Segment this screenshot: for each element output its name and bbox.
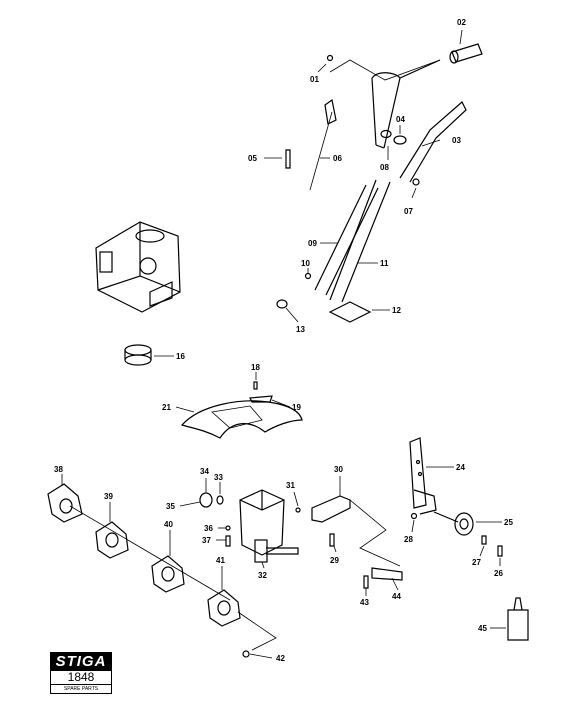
part-label-43: 43 <box>360 598 369 607</box>
part-label-01: 01 <box>310 75 319 84</box>
part-label-28: 28 <box>404 535 413 544</box>
part-label-32: 32 <box>258 571 267 580</box>
engine <box>95 221 181 313</box>
part-label-19: 19 <box>292 403 301 412</box>
logo-subtitle: SPARE PARTS <box>51 684 111 693</box>
part-label-27: 27 <box>472 558 481 567</box>
part-label-11: 11 <box>380 259 389 268</box>
part-label-30: 30 <box>334 465 343 474</box>
part-label-41: 41 <box>216 556 225 565</box>
part-label-04: 04 <box>396 115 405 124</box>
part-label-38: 38 <box>54 465 63 474</box>
part-label-39: 39 <box>104 492 113 501</box>
part-label-44: 44 <box>392 592 401 601</box>
part-label-10: 10 <box>301 259 310 268</box>
part-label-33: 33 <box>214 473 223 482</box>
part-label-07: 07 <box>404 207 413 216</box>
stiga-logo: STIGA 1848 SPARE PARTS <box>50 652 112 694</box>
wheel-assembly <box>409 437 503 557</box>
part-label-03: 03 <box>452 136 461 145</box>
part-label-29: 29 <box>330 556 339 565</box>
shield-part-21 <box>180 381 303 439</box>
part-label-02: 02 <box>457 18 466 27</box>
part-label-42: 42 <box>276 654 285 663</box>
part-label-13: 13 <box>296 325 305 334</box>
part-label-45: 45 <box>478 624 487 633</box>
part-label-18: 18 <box>251 363 260 372</box>
part-number-labels: 01 02 03 04 05 06 07 08 09 10 11 12 13 1… <box>54 18 513 663</box>
part-label-08: 08 <box>380 163 389 172</box>
ring-part-16 <box>124 344 152 366</box>
part-label-31: 31 <box>286 481 295 490</box>
part-label-09: 09 <box>308 239 317 248</box>
leader-lines <box>61 29 506 659</box>
part-label-40: 40 <box>164 520 173 529</box>
part-label-06: 06 <box>333 154 342 163</box>
gearbox-assembly <box>199 489 403 589</box>
tine-assembly <box>47 483 277 658</box>
logo-model-number: 1848 <box>67 670 95 684</box>
oil-bottle-part-45 <box>507 597 529 641</box>
part-label-26: 26 <box>494 569 503 578</box>
logo-brand: STIGA <box>51 653 111 671</box>
part-label-12: 12 <box>392 306 401 315</box>
part-label-21: 21 <box>162 403 171 412</box>
part-label-16: 16 <box>176 352 185 361</box>
part-label-05: 05 <box>248 154 257 163</box>
part-label-25: 25 <box>504 518 513 527</box>
part-label-35: 35 <box>166 502 175 511</box>
part-label-37: 37 <box>202 536 211 545</box>
part-label-24: 24 <box>456 463 465 472</box>
part-label-36: 36 <box>204 524 213 533</box>
part-label-34: 34 <box>200 467 209 476</box>
handlebar-assembly <box>276 43 483 323</box>
